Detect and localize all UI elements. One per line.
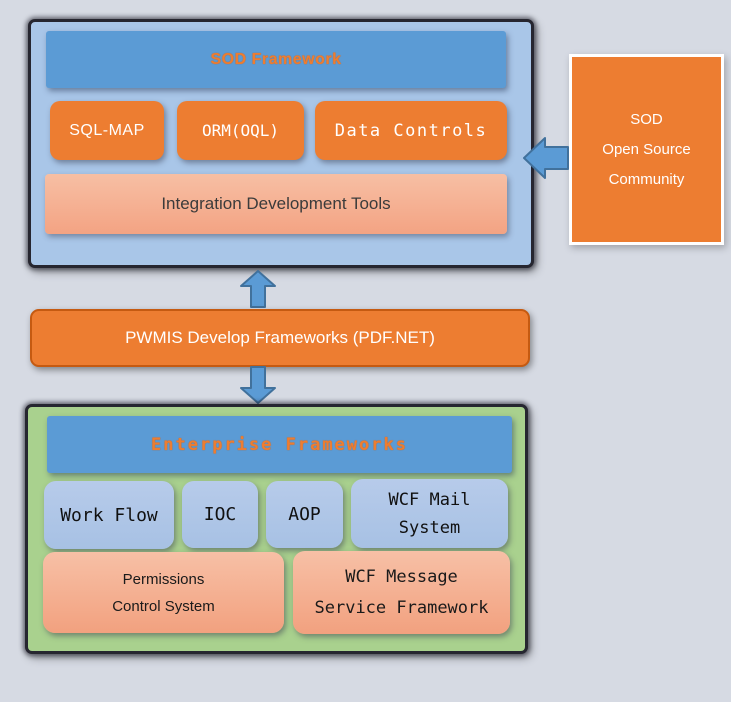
node-ioc: IOC bbox=[182, 481, 258, 548]
node-sql-map-label: SQL-MAP bbox=[69, 121, 145, 139]
enterprise-frameworks-header: Enterprise Frameworks bbox=[47, 416, 512, 473]
node-work-flow: Work Flow bbox=[44, 481, 174, 549]
sod-framework-title: SOD Framework bbox=[210, 50, 342, 68]
node-orm-oql-label: ORM(OQL) bbox=[201, 121, 280, 140]
community-line-3: Community bbox=[608, 170, 685, 188]
node-wcf-message-service-framework: WCF Message Service Framework bbox=[293, 551, 510, 634]
node-data-controls: Data Controls bbox=[315, 101, 507, 160]
node-wcf-message-line-2: Service Framework bbox=[314, 597, 489, 618]
node-integration-development-tools-label: Integration Development Tools bbox=[161, 194, 391, 213]
enterprise-frameworks-container: Enterprise Frameworks Work Flow IOC AOP … bbox=[25, 404, 528, 654]
node-permissions-line-1: Permissions bbox=[122, 570, 205, 588]
community-line-1: SOD bbox=[630, 110, 663, 128]
sod-open-source-community-box: SOD Open Source Community bbox=[569, 54, 724, 245]
node-aop: AOP bbox=[266, 481, 343, 548]
up-arrow-icon bbox=[240, 270, 276, 308]
pwmis-framework-label: PWMIS Develop Frameworks (PDF.NET) bbox=[125, 328, 435, 347]
node-sql-map: SQL-MAP bbox=[50, 101, 164, 160]
node-aop-label: AOP bbox=[288, 504, 321, 525]
node-ioc-label: IOC bbox=[203, 504, 237, 525]
node-orm-oql: ORM(OQL) bbox=[177, 101, 304, 160]
sod-framework-header: SOD Framework bbox=[46, 31, 506, 88]
node-data-controls-label: Data Controls bbox=[334, 120, 488, 141]
node-permissions-line-2: Control System bbox=[112, 597, 215, 615]
community-line-2: Open Source bbox=[602, 140, 691, 158]
pwmis-framework-bar: PWMIS Develop Frameworks (PDF.NET) bbox=[30, 309, 530, 367]
node-wcf-mail-system-line-1: WCF Mail bbox=[388, 489, 471, 510]
sod-framework-container: SOD Framework SQL-MAP ORM(OQL) Data Cont… bbox=[28, 19, 534, 268]
node-wcf-mail-system: WCF Mail System bbox=[351, 479, 508, 548]
left-arrow-icon bbox=[523, 137, 569, 179]
down-arrow-icon bbox=[240, 366, 276, 404]
node-permissions-control-system: Permissions Control System bbox=[43, 552, 284, 633]
node-work-flow-label: Work Flow bbox=[60, 504, 158, 526]
enterprise-frameworks-title: Enterprise Frameworks bbox=[151, 434, 408, 455]
node-wcf-mail-system-line-2: System bbox=[398, 517, 461, 538]
node-integration-development-tools: Integration Development Tools bbox=[45, 174, 507, 234]
node-wcf-message-line-1: WCF Message bbox=[345, 566, 458, 587]
